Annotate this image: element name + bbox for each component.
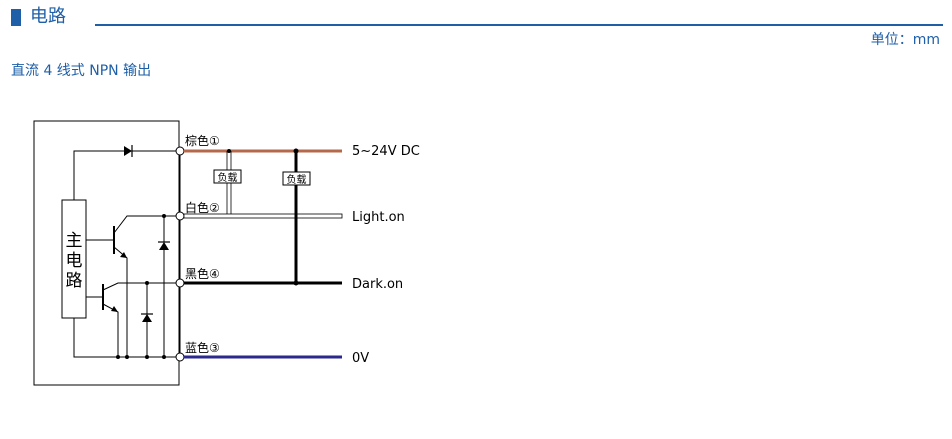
supply-diode-icon bbox=[124, 146, 132, 156]
black-terminal-label: Dark.on bbox=[352, 277, 403, 292]
section-title: 电路 bbox=[30, 6, 66, 27]
white-wire bbox=[183, 213, 343, 219]
white-wire-label: 白色② bbox=[185, 200, 220, 215]
header-accent-bar bbox=[11, 9, 21, 26]
circuit-subtitle: 直流 4 线式 NPN 输出 bbox=[11, 63, 152, 79]
main-circuit-char-2: 电 bbox=[66, 251, 83, 271]
blue-terminal-label: 0V bbox=[352, 351, 369, 366]
load-2-box bbox=[282, 171, 311, 186]
main-circuit-char-1: 主 bbox=[66, 231, 83, 251]
protect-diode-1-icon bbox=[159, 242, 169, 250]
header-rule bbox=[95, 24, 943, 26]
load-1-box bbox=[213, 169, 242, 184]
blue-wire-label: 蓝色③ bbox=[185, 341, 220, 355]
sensor-box bbox=[33, 120, 180, 386]
ground-internal-line bbox=[73, 318, 180, 358]
white-terminal-label: Light.on bbox=[352, 210, 405, 225]
load-2-label: 负载 bbox=[287, 173, 307, 186]
load-1-label: 负载 bbox=[218, 171, 238, 184]
supply-internal-line bbox=[73, 150, 180, 200]
main-circuit-char-3: 路 bbox=[66, 271, 83, 291]
unit-label: 单位：mm bbox=[870, 32, 940, 48]
protect-diode-2-icon bbox=[142, 314, 152, 322]
brown-terminal-label: 5~24V DC bbox=[352, 144, 420, 159]
brown-wire-label: 棕色① bbox=[185, 133, 220, 148]
black-wire-label: 黑色④ bbox=[185, 267, 220, 281]
